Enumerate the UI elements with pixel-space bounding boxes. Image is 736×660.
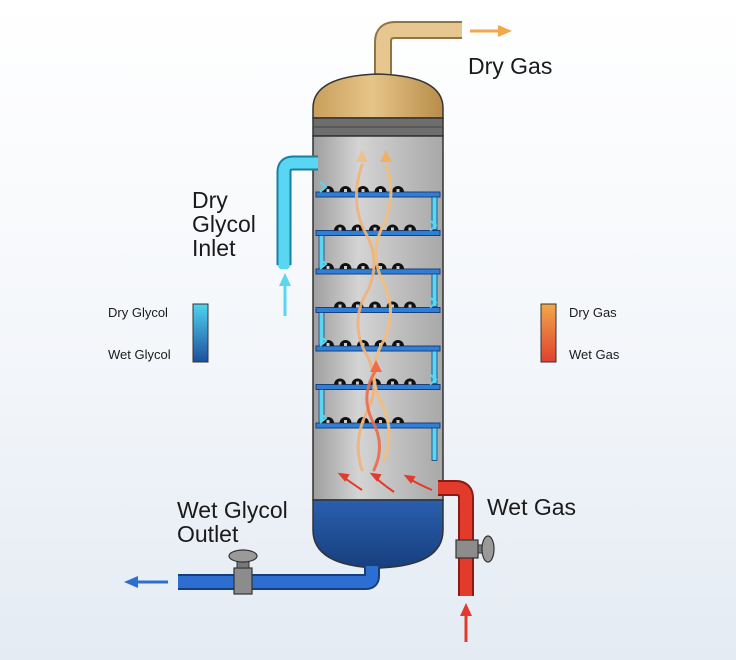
bubble-cap-icon bbox=[369, 224, 381, 231]
bubble-cap-icon bbox=[339, 263, 352, 269]
bubble-cap-icon bbox=[392, 417, 404, 423]
gas-flow-arrowheads bbox=[356, 150, 392, 372]
wet-glycol-outlet-pipe bbox=[178, 566, 380, 590]
wet-glycol-outlet-arrow bbox=[124, 576, 168, 588]
tray bbox=[315, 181, 441, 230]
glycol-legend-top-label: Dry Glycol bbox=[108, 305, 168, 320]
flow-arrow-icon bbox=[319, 335, 328, 347]
bubble-cap-icon bbox=[404, 378, 416, 385]
bubble-cap-icon bbox=[374, 186, 387, 192]
wet-gas-inlet-pipe bbox=[438, 480, 474, 596]
bubble-cap-icon bbox=[369, 301, 381, 308]
wet-glycol-outlet-label: Wet Glycol Outlet bbox=[177, 498, 288, 546]
dry-glycol-inlet-pipe bbox=[276, 155, 318, 269]
flow-arrow-icon bbox=[429, 219, 438, 232]
glycol-legend-bar bbox=[192, 303, 209, 363]
dry-glycol-inlet-label-line: Glycol bbox=[192, 211, 256, 238]
flow-arrow-icon bbox=[319, 258, 328, 270]
wet-gas-inlet-arrow bbox=[460, 603, 472, 642]
bubble-cap-icon bbox=[392, 340, 404, 346]
wet-glycol-valve bbox=[228, 549, 258, 595]
tray bbox=[315, 412, 441, 461]
gas-flow-streams bbox=[354, 163, 393, 472]
dry-glycol-inlet-label: Dry Glycol Inlet bbox=[192, 187, 256, 262]
valve-icon bbox=[228, 549, 258, 563]
bubble-cap-icon bbox=[334, 301, 346, 308]
bubble-cap-icon bbox=[339, 417, 352, 423]
bubble-cap-icon bbox=[339, 186, 352, 192]
bubble-cap-icon bbox=[357, 186, 369, 192]
bubble-cap-icon bbox=[392, 186, 404, 192]
gas-legend-bar bbox=[540, 303, 557, 363]
dry-gas-outlet-pipe bbox=[374, 21, 462, 92]
wet-glycol-outlet-label-line: Outlet bbox=[177, 521, 239, 548]
wet-gas-inlet-label: Wet Gas bbox=[487, 494, 577, 520]
gas-legend-bottom-label: Wet Gas bbox=[569, 347, 620, 362]
wet-glycol-sump bbox=[312, 499, 444, 569]
wet-gas-entry-arrows bbox=[337, 472, 433, 493]
bubble-cap-icon bbox=[404, 301, 416, 308]
wet-glycol-outlet-label-line: Wet Glycol bbox=[177, 497, 288, 523]
glycol-legend-bottom-label: Wet Glycol bbox=[108, 347, 171, 362]
flow-arrow-icon bbox=[429, 296, 438, 309]
bubble-cap-icon bbox=[334, 378, 346, 385]
dry-gas-arrow bbox=[470, 25, 512, 37]
bubble-cap-icon bbox=[386, 224, 399, 231]
valve-icon bbox=[481, 535, 495, 563]
tray bbox=[315, 373, 441, 423]
bubble-cap-icon bbox=[392, 263, 404, 269]
bubble-cap-icon bbox=[351, 224, 364, 231]
bubble-cap-icon bbox=[357, 263, 369, 269]
bubble-cap-icon bbox=[374, 417, 387, 423]
flow-arrow-icon bbox=[319, 412, 328, 424]
bubble-cap-icon bbox=[339, 340, 352, 346]
dry-gas-outlet-label: Dry Gas bbox=[468, 53, 553, 79]
gas-legend-top-label: Dry Gas bbox=[569, 305, 617, 320]
dry-glycol-inlet-arrow bbox=[279, 273, 291, 316]
flow-arrow-icon bbox=[319, 181, 328, 193]
tower-dome bbox=[312, 73, 444, 119]
flow-arrow-icon bbox=[429, 373, 438, 386]
bubble-cap-icon bbox=[404, 224, 416, 231]
bubble-cap-icon bbox=[351, 378, 364, 385]
bubble-cap-icon bbox=[334, 224, 346, 231]
wet-gas-valve bbox=[455, 535, 495, 563]
bubble-cap-icon bbox=[386, 378, 399, 385]
dry-glycol-inlet-label-line: Dry bbox=[192, 187, 228, 213]
dry-glycol-inlet-label-line: Inlet bbox=[192, 235, 236, 262]
